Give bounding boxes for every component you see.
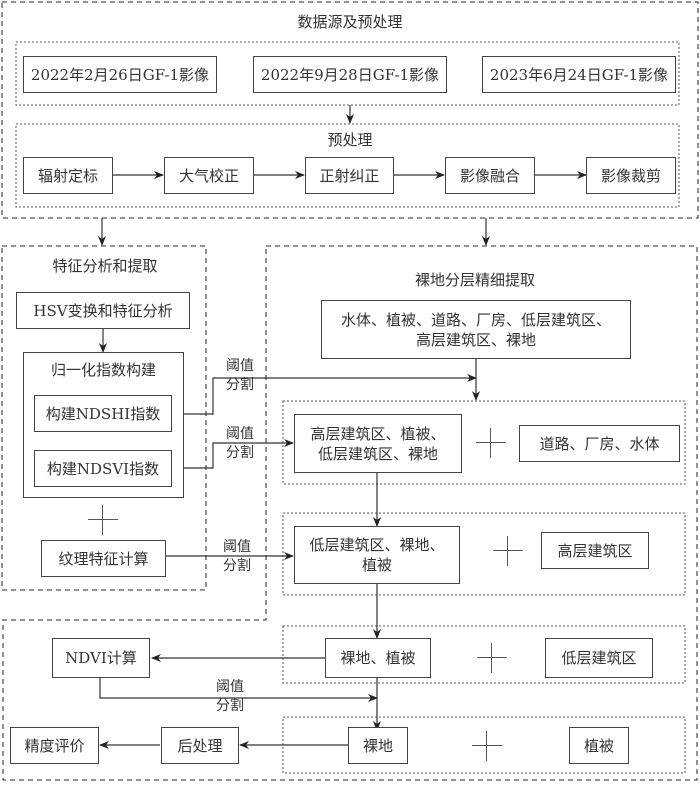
- threshold-label-4: 阈值 分割: [210, 678, 250, 716]
- plus-icon: [472, 731, 502, 761]
- image-box-1: 2022年2月26日GF-1影像: [23, 56, 217, 93]
- index-construction-title: 归一化指数构建: [50, 361, 156, 379]
- threshold-label-4-line1: 阈值: [216, 679, 244, 695]
- threshold-label-1-line2: 分割: [226, 377, 254, 393]
- hsv-box: HSV变换和特征分析: [16, 292, 190, 329]
- step-image-fusion: 影像融合: [445, 157, 535, 194]
- threshold-label-2-line2: 分割: [226, 445, 254, 461]
- texture-box: 纹理特征计算: [41, 540, 166, 577]
- all-classes-line2: 高层建筑区、裸地: [415, 330, 536, 349]
- threshold-label-2-line1: 阈值: [226, 426, 254, 442]
- image-box-2: 2022年9月28日GF-1影像: [253, 56, 447, 93]
- threshold-label-3-line1: 阈值: [223, 539, 251, 555]
- ndshi-box: 构建NDSHI指数: [34, 395, 172, 432]
- level4-right-box: 植被: [569, 727, 629, 764]
- threshold-label-3: 阈值 分割: [217, 538, 257, 576]
- threshold-label-4-line2: 分割: [216, 698, 244, 714]
- ndvi-box: NDVI计算: [52, 638, 150, 678]
- ndsvi-box: 构建NDSVI指数: [34, 450, 172, 487]
- level4-left-box: 裸地: [348, 727, 408, 764]
- threshold-label-2: 阈值 分割: [220, 425, 260, 463]
- threshold-label-1-line1: 阈值: [226, 358, 254, 374]
- level3-right-box: 低层建筑区: [545, 638, 653, 678]
- threshold-label-3-line2: 分割: [223, 558, 251, 574]
- step-radiometric-calibration: 辐射定标: [23, 157, 113, 194]
- plus-icon: [493, 536, 523, 566]
- level2-right-box: 高层建筑区: [541, 532, 649, 569]
- level2-left-line2: 植被: [361, 556, 392, 574]
- level3-left-box: 裸地、植被: [325, 638, 431, 678]
- data-source-title: 数据源及预处理: [297, 13, 403, 31]
- accuracy-box: 精度评价: [10, 727, 99, 764]
- level1-right-box: 道路、厂房、水体: [519, 425, 680, 462]
- level1-left-line1: 高层建筑区、植被、: [310, 424, 446, 443]
- postprocess-box: 后处理: [161, 727, 239, 764]
- threshold-label-1: 阈值 分割: [220, 357, 260, 395]
- step-orthorectification: 正射纠正: [305, 157, 394, 194]
- step-image-cropping: 影像裁剪: [586, 157, 676, 194]
- level2-left-line1: 低层建筑区、裸地、: [309, 536, 445, 554]
- preprocess-title: 预处理: [327, 131, 373, 149]
- level2-left-box: 低层建筑区、裸地、 植被: [294, 526, 460, 584]
- plus-icon: [88, 505, 118, 535]
- extraction-title: 裸地分层精细提取: [414, 271, 535, 289]
- plus-icon: [476, 428, 506, 458]
- image-box-3: 2023年6月24日GF-1影像: [482, 56, 676, 93]
- feature-title: 特征分析和提取: [52, 257, 158, 275]
- level1-left-box: 高层建筑区、植被、 低层建筑区、裸地: [294, 414, 462, 473]
- plus-icon: [477, 643, 507, 673]
- all-classes-box: 水体、植被、道路、厂房、低层建筑区、 高层建筑区、裸地: [321, 300, 631, 359]
- step-atmospheric-correction: 大气校正: [164, 157, 254, 194]
- level1-left-line2: 低层建筑区、裸地: [317, 444, 438, 463]
- all-classes-line1: 水体、植被、道路、厂房、低层建筑区、: [340, 310, 611, 329]
